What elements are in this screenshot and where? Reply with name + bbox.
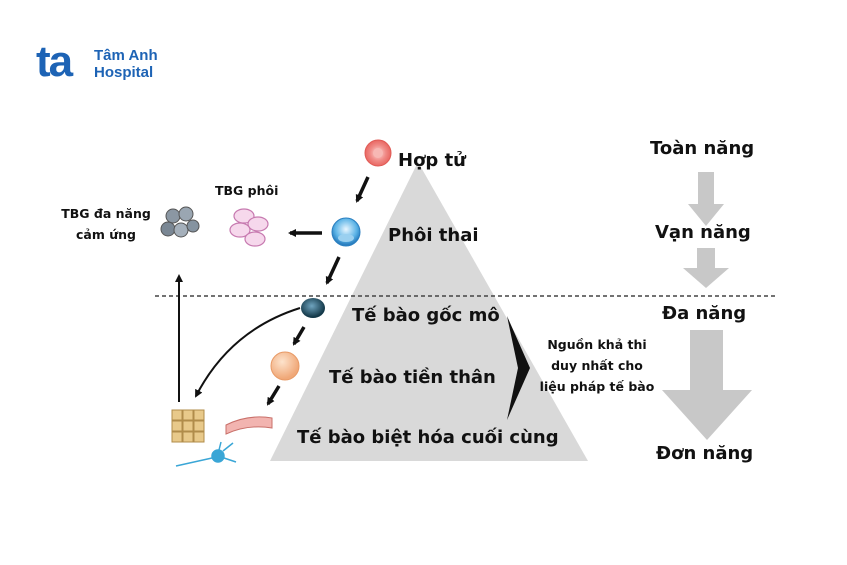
- arrow-embryo-to-tissue: [325, 256, 341, 285]
- logo-mark: ta: [36, 37, 73, 86]
- muscle-fiber-icon: [225, 416, 273, 435]
- label-pluripotent: Vạn năng: [655, 222, 751, 243]
- tissue-stem-cell-icon: [301, 298, 325, 318]
- label-embryonic-stem-cell: TBG phôi: [215, 183, 279, 198]
- label-ipsc-line2: cảm ứng: [76, 227, 136, 242]
- neuron-icon: [175, 441, 237, 467]
- logo-line1: Tâm Anh: [94, 47, 158, 64]
- potency-arrow-2: [683, 248, 729, 288]
- note-line2: duy nhất cho: [551, 358, 643, 373]
- brace-icon: [507, 316, 530, 420]
- label-differentiated-cell: Tế bào biệt hóa cuối cùng: [297, 427, 559, 448]
- label-ipsc: TBG đa năng cảm ứng: [56, 203, 156, 245]
- progenitor-cell-icon: [270, 351, 300, 381]
- logo-text: Tâm Anh Hospital: [94, 47, 158, 81]
- label-embryo: Phôi thai: [388, 225, 479, 246]
- label-unipotent: Đơn năng: [656, 443, 754, 464]
- potency-arrow-3: [662, 330, 752, 440]
- label-multipotent: Đa năng: [662, 303, 747, 324]
- ipsc-cells-icon: [160, 206, 200, 238]
- pyramid: [270, 162, 588, 461]
- cell-therapy-note: Nguồn khả thi duy nhất cho liệu pháp tế …: [532, 334, 662, 397]
- label-zygote: Hợp tử: [398, 150, 467, 171]
- arrow-progenitor-to-differentiated: [266, 385, 281, 406]
- label-tissue-stem-cell: Tế bào gốc mô: [352, 305, 500, 326]
- zygote-icon: [364, 139, 392, 167]
- note-line1: Nguồn khả thi: [547, 337, 647, 352]
- label-progenitor-cell: Tế bào tiền thân: [329, 367, 496, 388]
- embryo-icon: [331, 217, 361, 247]
- arrow-zygote-to-embryo: [355, 176, 370, 203]
- embryonic-stem-cells-icon: [229, 208, 269, 247]
- note-line3: liệu pháp tế bào: [539, 379, 655, 394]
- label-totipotent: Toàn năng: [650, 138, 755, 159]
- arrow-tissue-to-differentiated: [195, 307, 301, 398]
- arrow-tissue-to-progenitor: [292, 326, 306, 346]
- label-ipsc-line1: TBG đa năng: [61, 206, 151, 221]
- logo-line2: Hospital: [94, 64, 154, 81]
- differentiated-tissue-icon: [171, 409, 205, 443]
- potency-arrow-1: [688, 172, 724, 226]
